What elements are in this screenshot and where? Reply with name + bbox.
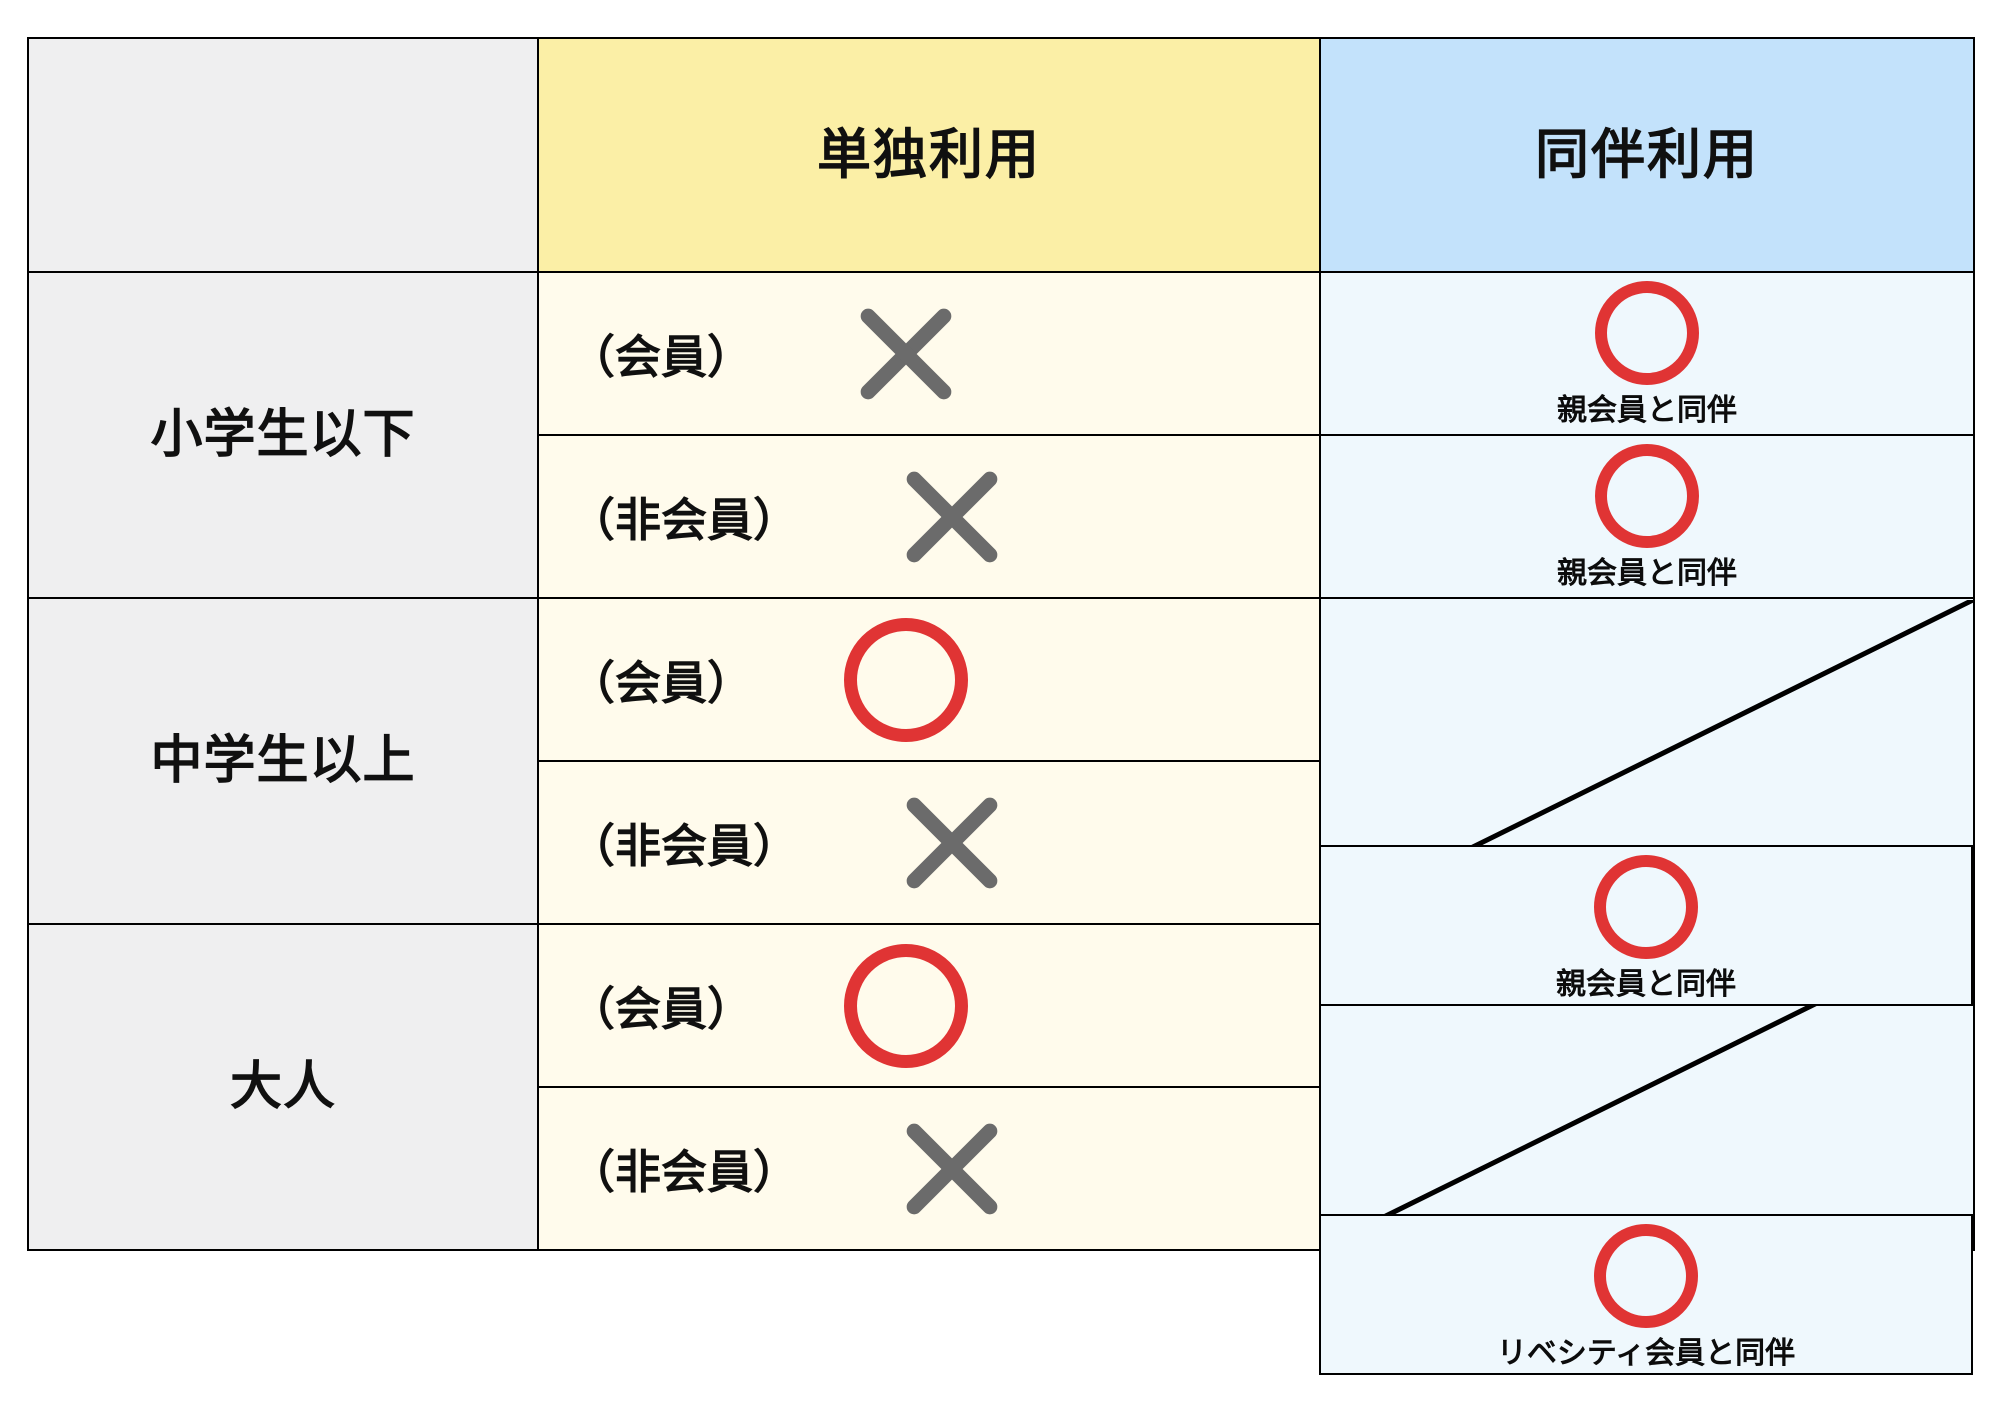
accompanied-cell-0-1: 親会員と同伴 [1319, 434, 1975, 599]
accompanied-cell-0-0: 親会員と同伴 [1319, 271, 1975, 436]
solo-cell-0-1: （非会員） [537, 434, 1321, 599]
group-label-cell-0: 小学生以下 [27, 271, 539, 599]
group-label-cell-2: 大人 [27, 923, 539, 1251]
cross-ng-icon [854, 302, 958, 406]
solo-mark-slot [841, 615, 971, 745]
member-tag-label: （非会員） [569, 493, 799, 546]
accompanied-note-label: 親会員と同伴 [1557, 394, 1737, 427]
solo-cell-0-0: （会員） [537, 271, 1321, 436]
header-label-solo: 単独利用 [817, 125, 1041, 185]
solo-cell-1-0: （会員） [537, 597, 1321, 762]
table-header-row: 単独利用 同伴利用 [27, 37, 1975, 273]
circle-ok-icon [844, 617, 968, 742]
accompanied-note-label: リベシティ会員と同伴 [1496, 1337, 1796, 1370]
accompanied-cell-2-1: リベシティ会員と同伴 [1319, 1214, 1973, 1375]
circle-ok-icon [1594, 855, 1698, 959]
circle-ok-icon [844, 943, 968, 1068]
group-label-text: 小学生以下 [150, 406, 416, 464]
header-cell-solo: 単独利用 [537, 37, 1321, 273]
solo-mark-slot [841, 289, 971, 419]
solo-cell-2-1: （非会員） [537, 1086, 1321, 1251]
group-label-text: 中学生以上 [150, 732, 416, 790]
solo-mark-slot [887, 452, 1017, 582]
circle-ok-icon [1595, 281, 1699, 385]
accompanied-note-label: 親会員と同伴 [1557, 557, 1737, 590]
member-tag-label: （会員） [569, 330, 753, 383]
solo-cell-1-1: （非会員） [537, 760, 1321, 925]
table-row: （非会員） 親会員と同伴 [28, 434, 1975, 599]
accompanied-cell-1-1: 親会員と同伴 [1319, 845, 1973, 1006]
accompanied-mark-slot [1595, 279, 1699, 387]
accompanied-note-label: 親会員と同伴 [1556, 968, 1736, 1001]
accompanied-mark-slot [1595, 442, 1699, 550]
group-label-cell-1: 中学生以上 [27, 597, 539, 925]
cross-ng-icon [900, 465, 1004, 569]
accompanied-mark-slot [1594, 1222, 1698, 1330]
header-blank-cell [27, 37, 539, 273]
solo-cell-2-0: （会員） [537, 923, 1321, 1088]
member-tag-label: （会員） [569, 982, 753, 1035]
member-tag-label: （非会員） [569, 1145, 799, 1198]
table-row: 中学生以上 （会員） [27, 597, 1975, 925]
solo-mark-slot [887, 1104, 1017, 1234]
member-tag-label: （会員） [569, 656, 753, 709]
header-cell-accompanied: 同伴利用 [1319, 37, 1975, 273]
cross-ng-icon [900, 791, 1004, 895]
solo-mark-slot [887, 778, 1017, 908]
circle-ok-icon [1594, 1224, 1698, 1328]
solo-mark-slot [841, 941, 971, 1071]
table-row: 小学生以下 （会員） 親会員と同伴 [27, 271, 1975, 599]
usage-eligibility-table: 単独利用 同伴利用 小学生以下 （会員） [27, 37, 1975, 1251]
header-label-accompanied: 同伴利用 [1535, 125, 1759, 185]
member-tag-label: （非会員） [569, 819, 799, 872]
group-label-text: 大人 [229, 1058, 336, 1116]
cross-ng-icon [900, 1117, 1004, 1221]
circle-ok-icon [1595, 444, 1699, 548]
accompanied-mark-slot [1594, 853, 1698, 961]
table-row: （非会員） [28, 760, 1974, 925]
table-row: （非会員） [28, 1086, 1974, 1251]
